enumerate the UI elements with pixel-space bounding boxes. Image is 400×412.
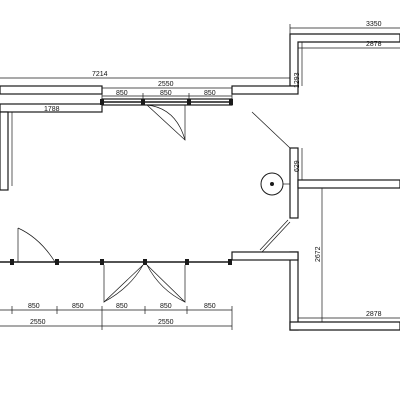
dim-bottom-seg-1: 850 [28, 303, 40, 310]
dim-bottom-group-2: 2550 [158, 319, 174, 326]
dim-right-vertical-mid: 629 [294, 160, 301, 172]
dim-bottom-group-1: 2550 [30, 319, 46, 326]
dim-top-overall: 7214 [92, 71, 108, 78]
diagonal-walls [251, 111, 291, 253]
dim-left-wall: 1788 [44, 106, 60, 113]
dim-bottom-seg-2: 850 [72, 303, 84, 310]
left-stub-wall [0, 111, 13, 191]
dim-right-vertical-lower: 2672 [315, 246, 322, 262]
dim-bottom-seg-4: 850 [160, 303, 172, 310]
dim-top-right-total: 3350 [366, 21, 382, 28]
dim-top-group: 2550 [158, 81, 174, 88]
bottom-glazing [0, 227, 232, 303]
dim-bottom-seg-5: 850 [204, 303, 216, 310]
east-wing-walls [231, 147, 400, 331]
dim-top-seg-1: 850 [116, 90, 128, 97]
dim-top-seg-2: 850 [160, 90, 172, 97]
dimension-labels: 3350 2878 7214 2550 850 850 850 1788 129… [28, 21, 382, 326]
dim-top-right-inner: 2878 [366, 41, 382, 48]
round-fixture [260, 172, 290, 196]
dim-bottom-seg-3: 850 [116, 303, 128, 310]
dimension-lines [0, 24, 400, 330]
dim-right-vertical-upper: 1293 [294, 72, 301, 88]
top-glazing [100, 99, 233, 141]
dim-top-seg-3: 850 [204, 90, 216, 97]
dim-bottom-right-inner: 2878 [366, 311, 382, 318]
